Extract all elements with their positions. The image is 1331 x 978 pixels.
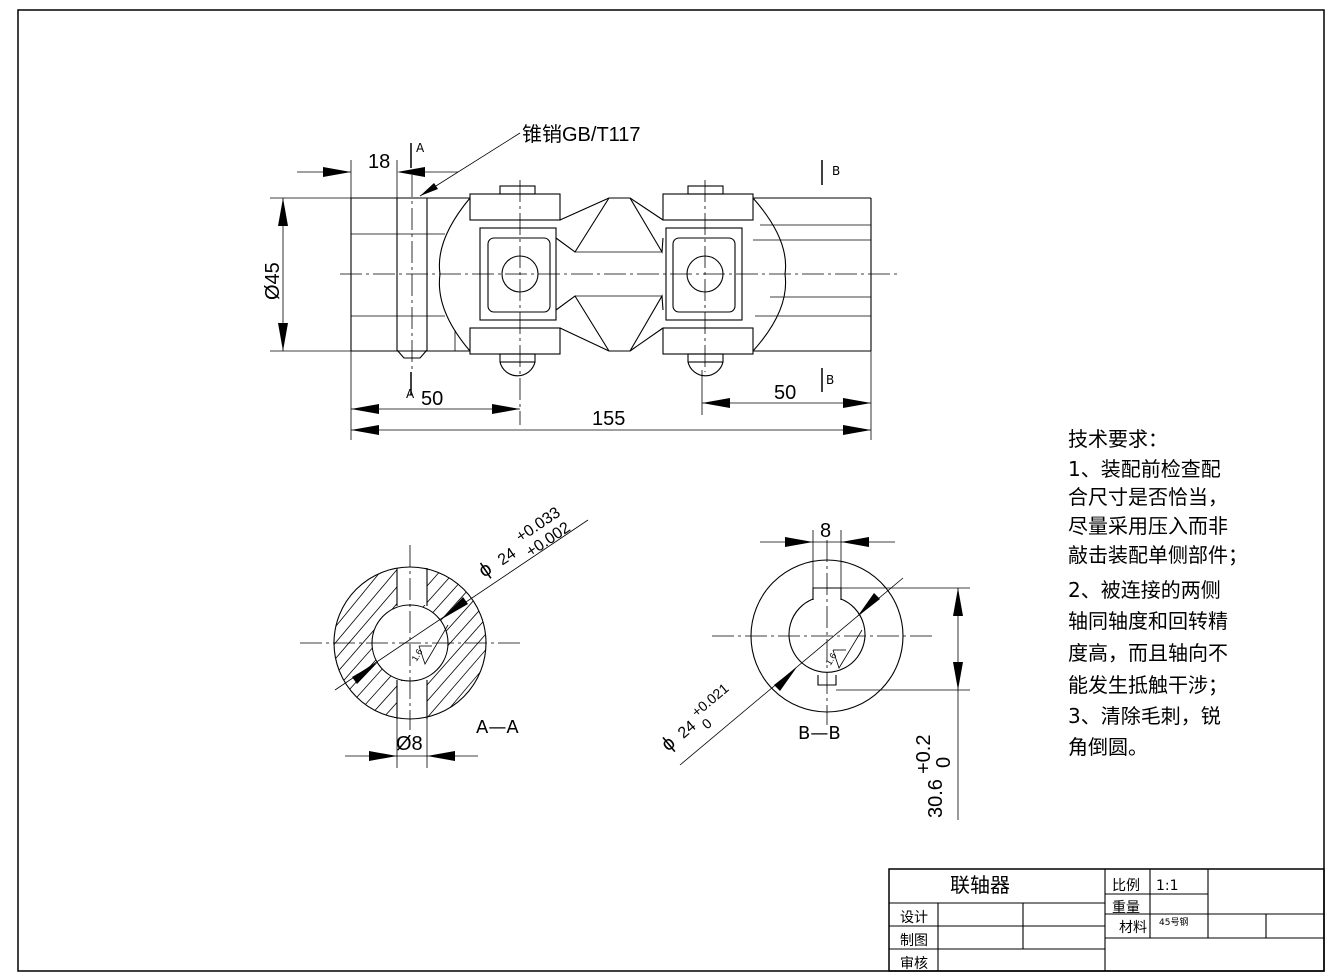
tech-requirements: 技术要求： 1、装配前检查配 合尺寸是否恰当， 尽量采用压入而非 敲击装配单侧部… — [1068, 427, 1248, 759]
section-b-top-label: B — [832, 164, 840, 178]
tech-req-line: 1、装配前检查配 — [1068, 457, 1221, 481]
tech-req-line: 2、被连接的两侧 — [1068, 578, 1221, 602]
tech-req-line: 3、清除毛刺，锐 — [1068, 704, 1221, 728]
dim-50-left: 50 — [421, 388, 443, 410]
taper-pin — [396, 197, 428, 359]
view-label-aa: A—A — [476, 717, 519, 738]
part-name: 联轴器 — [950, 873, 1010, 897]
material-label: 材料 — [1119, 920, 1147, 936]
scale-value: 1:1 — [1156, 878, 1179, 894]
roughness-value-aa: 1.6 — [410, 647, 425, 663]
dim-30-6-upper-tol: +0.2 — [913, 735, 935, 774]
dim-phi24-bb: 24 — [675, 718, 700, 743]
section-a-bottom-label: A — [406, 387, 415, 401]
tech-req-line: 敲击装配单侧部件； — [1068, 543, 1248, 567]
dim-d8: Ø8 — [396, 733, 423, 755]
dim-d45: Ø45 — [262, 262, 284, 300]
pin-label: 锥销GB/T117 — [522, 123, 641, 146]
dim-8-key: 8 — [820, 520, 831, 542]
dim-phi-symbol-aa: ϕ — [474, 558, 496, 583]
main-view — [340, 175, 900, 425]
roughness-symbol-aa: 1.6 — [410, 624, 449, 665]
section-b-b: 8 30.6 +0.2 0 ϕ 24 +0.021 0 1.6 B—B — [657, 520, 970, 820]
view-label-bb: B—B — [798, 723, 841, 744]
dim-30-6: 30.6 — [925, 779, 947, 818]
title-block: 联轴器 比例 1:1 重量 材料 45号钢 设计 制图 审核 — [888, 868, 1325, 972]
roughness-value-bb: 1.6 — [824, 651, 839, 667]
tech-req-line: 合尺寸是否恰当， — [1068, 485, 1228, 509]
dim-phi24-bb-upper-tol: +0.021 — [688, 680, 732, 720]
sheet-border — [17, 9, 1325, 972]
section-b-bottom-label: B — [826, 373, 834, 387]
dim-30-6-lower-tol: 0 — [933, 757, 955, 768]
designer-label: 设计 — [900, 910, 928, 926]
dim-18: 18 — [368, 151, 390, 173]
dim-phi24-bb-lower-tol: 0 — [698, 715, 714, 732]
tech-req-title: 技术要求： — [1068, 427, 1168, 451]
main-view-dimensions: 18 锥销GB/T117 Ø45 50 50 155 — [262, 123, 872, 440]
weight-label: 重量 — [1112, 900, 1140, 916]
checker-label: 审核 — [900, 956, 928, 972]
dim-phi-symbol-bb: ϕ — [657, 732, 680, 756]
section-a-a: ϕ 24 +0.033 +0.002 1.6 Ø8 A—A — [300, 504, 589, 768]
scale-label: 比例 — [1112, 878, 1140, 894]
tech-req-line: 能发生抵触干涉； — [1068, 673, 1228, 697]
dim-50-right: 50 — [774, 382, 796, 404]
drafter-label: 制图 — [900, 933, 928, 949]
tech-req-line: 尽量采用压入而非 — [1068, 514, 1228, 538]
section-markers: A A B B — [406, 141, 840, 401]
tech-req-line: 角倒圆。 — [1068, 735, 1148, 759]
tech-req-line: 轴同轴度和回转精 — [1068, 609, 1228, 633]
dim-155: 155 — [592, 408, 625, 430]
section-a-top-label: A — [416, 141, 425, 155]
dim-phi24-aa: 24 — [495, 545, 519, 569]
material-value: 45号钢 — [1159, 916, 1188, 928]
tech-req-line: 度高，而且轴向不 — [1068, 641, 1228, 665]
